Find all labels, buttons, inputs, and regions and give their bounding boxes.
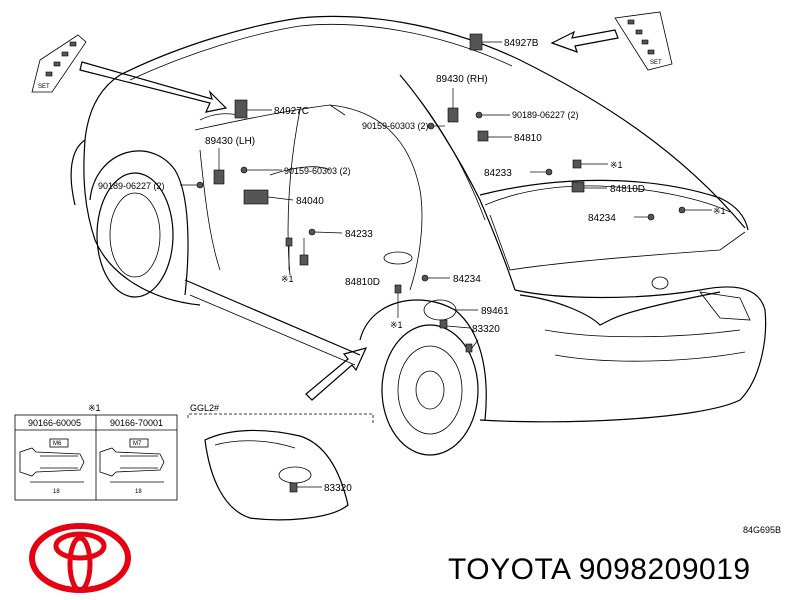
label-84040: 84040 xyxy=(296,196,324,207)
label-84810d-left: 84810D xyxy=(345,277,380,288)
clip-part xyxy=(647,213,655,221)
clip-icon xyxy=(19,447,85,477)
switch-icon xyxy=(635,29,643,35)
switch-set-label: SET xyxy=(38,84,50,90)
label-89430-lh: 89430 (LH) xyxy=(205,136,255,147)
callout-labels: 84927B 84927C 89430 (RH) 89430 (LH) 9018… xyxy=(98,38,726,335)
clip-part xyxy=(421,274,429,282)
label-90189-lh: 90189-06227 (2) xyxy=(98,181,165,191)
switch-icon xyxy=(641,39,649,45)
ref-mark: ※1 xyxy=(610,160,623,170)
label-90159-rh: 90159-60303 (2) xyxy=(362,121,429,131)
label-84233-left: 84233 xyxy=(345,229,373,240)
clip-part xyxy=(308,228,316,236)
label-84927b: 84927B xyxy=(504,38,539,49)
label-90189-rh: 90189-06227 (2) xyxy=(512,110,579,120)
right-switch-panel: SET xyxy=(614,11,673,71)
switch-icon xyxy=(647,49,655,55)
label-83320-inset: 83320 xyxy=(324,483,352,494)
switch-set-label: SET xyxy=(650,60,662,66)
ref-mark: ※1 xyxy=(713,206,726,216)
clip-part xyxy=(572,159,582,169)
label-83320: 83320 xyxy=(472,324,500,335)
motor-part-89430-lh xyxy=(213,169,225,185)
sensor-part-84810d xyxy=(571,181,585,193)
toyota-logo xyxy=(29,523,131,593)
label-84233-right: 84233 xyxy=(484,168,512,179)
vehicle-outline xyxy=(70,15,767,456)
clip-part xyxy=(394,284,402,294)
switch-icon xyxy=(69,41,77,47)
clip-size-2: M7 xyxy=(133,441,142,447)
screw-part xyxy=(196,181,204,189)
direction-arrows xyxy=(79,29,619,401)
bolt-part xyxy=(427,122,435,130)
clip-length-2: 18 xyxy=(135,489,142,495)
label-89461: 89461 xyxy=(481,306,509,317)
actuator-part-83320 xyxy=(289,482,298,493)
screw-part xyxy=(475,111,483,119)
brand-part-number: TOYOTA 9098209019 xyxy=(448,553,751,586)
sensor-part-84810d xyxy=(299,254,309,266)
bolt-part xyxy=(240,166,248,174)
switch-icon xyxy=(45,71,53,77)
label-90159-lh: 90159-60303 (2) xyxy=(284,166,351,176)
grade-inset: GGL2# 83320 xyxy=(187,403,374,521)
clip-part xyxy=(678,206,686,214)
label-84810d-right: 84810D xyxy=(610,184,645,195)
connector-part xyxy=(465,343,473,353)
switch-part-84927c xyxy=(234,99,248,119)
clip-icon xyxy=(99,447,165,477)
sensor-part-84810 xyxy=(477,130,489,142)
table-ref-mark: ※1 xyxy=(88,403,101,413)
diagram-code: 84G695B xyxy=(743,525,781,535)
clip-part xyxy=(545,168,553,176)
left-switch-panel: SET xyxy=(31,34,87,93)
label-89430-rh: 89430 (RH) xyxy=(436,74,488,85)
label-84810: 84810 xyxy=(514,133,542,144)
label-84927c: 84927C xyxy=(274,106,309,117)
actuator-part-83320 xyxy=(439,319,448,329)
clip-part-number-1: 90166-60005 xyxy=(28,418,81,428)
grade-label: GGL2# xyxy=(190,403,219,413)
leader-lines xyxy=(180,41,712,349)
switch-part-84927b xyxy=(469,33,483,51)
ref-mark: ※1 xyxy=(281,274,294,284)
switch-icon xyxy=(61,51,69,57)
ref-mark: ※1 xyxy=(390,320,403,330)
switch-icon xyxy=(53,61,61,67)
clip-part-number-2: 90166-70001 xyxy=(110,418,163,428)
label-84234-center: 84234 xyxy=(453,274,481,285)
label-84234-right: 84234 xyxy=(588,213,616,224)
motor-part-89430-rh xyxy=(447,107,459,123)
switch-icon xyxy=(627,19,635,25)
clip-reference-table: ※1 90166-60005 90166-70001 M6 18 M7 18 xyxy=(14,403,178,501)
clip-size-1: M6 xyxy=(53,441,62,447)
switch-part-84040 xyxy=(243,189,269,205)
clip-length-1: 18 xyxy=(53,489,60,495)
part-symbols xyxy=(196,33,686,353)
clip-part xyxy=(285,237,293,247)
